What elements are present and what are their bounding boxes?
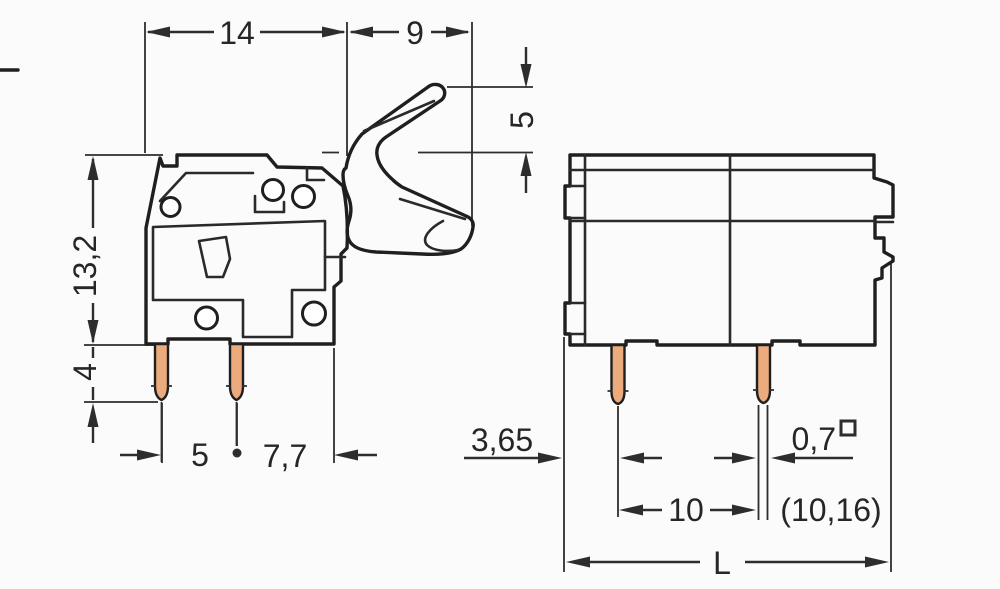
dim-pin-cross-section: 0,7 [714,419,857,464]
arrowhead-right [732,504,756,516]
side-view-pins [151,342,247,462]
arrowhead-right [732,452,756,464]
spring-slot [197,235,232,279]
arrowhead-up [87,403,99,427]
dim-label-pin-cross-section: 0,7 [792,421,836,457]
hole [194,305,219,331]
dim-label-housing-height: 13,2 [67,235,103,297]
hole [261,178,285,202]
arrowhead-left [771,452,795,464]
lever-crease [398,197,467,221]
arrowhead-left [620,452,644,464]
arrowhead-right [538,452,562,464]
side-housing-inner-detail [151,166,347,339]
arrowhead-right [865,556,889,568]
arrowhead-right [137,449,161,461]
arrowhead-left [619,504,643,516]
dim-label-pin-pitch: 5 [191,437,209,473]
dim-label-housing-width: 14 [219,15,255,51]
side-housing-holes [159,178,327,331]
lever-outline [341,82,475,257]
hole [159,196,182,218]
front-view: 3,65 0,7 10 (10,16) L [464,153,895,581]
arrowhead-left [146,26,170,38]
arrowhead-left [349,26,373,38]
hole [301,300,327,327]
dim-overall-length: L [566,545,889,581]
arrowhead-right [446,26,470,38]
dim-edge-to-first-pin: 3,65 [464,422,662,464]
dim-pole-pitch: 10 (10,16) [619,492,882,528]
arrowhead-right [322,26,346,38]
front-view-extension-lines [563,262,892,572]
dim-label-pole-pitch-alt: (10,16) [780,492,881,528]
dim-lever-reach: 9 [349,15,470,51]
front-view-pins [607,343,774,406]
dim-pin-pitch-row: 5 7,7 [120,437,377,474]
front-housing-inner-detail [568,153,895,347]
arrowhead-up [520,152,532,176]
side-housing-body [144,153,350,346]
dim-housing-height: 13,2 [67,156,103,344]
solder-pin [153,342,170,402]
actuation-lever [341,82,475,257]
arrowhead-down [520,64,532,88]
square-symbol [839,419,857,437]
dim-pin-length: 4 [67,347,103,443]
dim-label-pitch-to-edge: 7,7 [263,438,307,474]
hole [291,184,316,209]
front-housing-body [563,153,895,347]
dim-label-lever-rise: 5 [504,111,540,129]
arrowhead-left [334,449,358,461]
dim-label-lever-reach: 9 [406,15,424,51]
solder-pin [755,343,772,405]
arrowhead-left [566,556,590,568]
lever-crease [362,99,436,133]
arrowhead-down [87,320,99,344]
arrowhead-up [87,156,99,180]
solder-pin [228,342,245,402]
dim-label-pole-pitch: 10 [668,492,704,528]
dim-label-edge-to-first-pin: 3,65 [471,422,533,458]
solder-pin [610,343,626,406]
dim-lever-rise: 5 [504,47,540,193]
dim-label-pin-length: 4 [67,363,103,381]
side-view: 14 9 5 13,2 4 [67,15,540,474]
dim-housing-width: 14 [146,15,346,51]
dim-label-overall-length: L [713,545,731,581]
lever-scoop [423,219,460,253]
datum-dot [232,448,242,458]
